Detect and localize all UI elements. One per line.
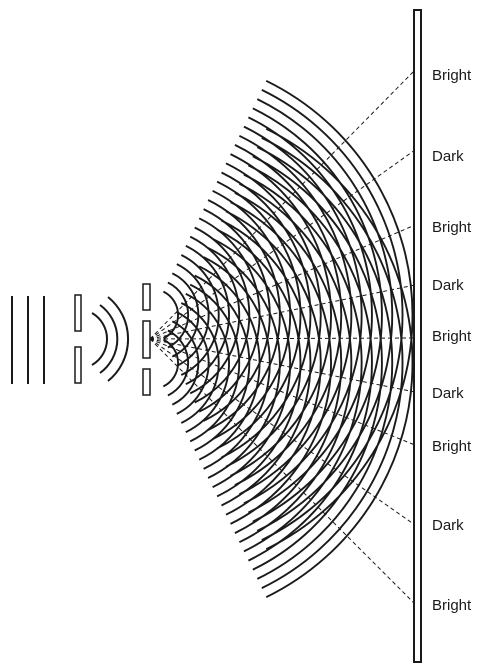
fringe-label: Bright: [432, 67, 472, 84]
single-slit-wavefronts: [92, 297, 128, 381]
fringe-label: Dark: [432, 517, 464, 534]
fringe-label: Bright: [432, 597, 472, 614]
diffracted-wavefront: [92, 313, 107, 365]
barrier-block: [75, 347, 81, 383]
barrier-block: [143, 321, 150, 358]
fringe-labels: Bright Dark Bright Dark Bright Dark Brig…: [432, 67, 472, 614]
fringe-label: Dark: [432, 277, 464, 294]
bright-fringe-ray: [150, 338, 415, 339]
circular-wavefront: [186, 246, 229, 384]
bright-fringe-ray: [150, 225, 415, 339]
fringe-label: Bright: [432, 328, 472, 345]
fringe-label: Dark: [432, 148, 464, 165]
diffracted-wavefront: [100, 305, 117, 373]
bright-fringe-ray: [150, 70, 415, 339]
fringe-label: Bright: [432, 438, 472, 455]
single-slit-barrier: [75, 295, 81, 383]
plane-wavefronts: [12, 296, 44, 384]
viewing-screen: [414, 10, 421, 662]
barrier-block: [143, 369, 150, 395]
fringe-label: Dark: [432, 385, 464, 402]
double-slit-barrier: [143, 284, 150, 395]
barrier-block: [143, 284, 150, 310]
fringe-label: Bright: [432, 219, 472, 236]
circular-wavefront: [186, 294, 229, 432]
barrier-block: [75, 295, 81, 331]
